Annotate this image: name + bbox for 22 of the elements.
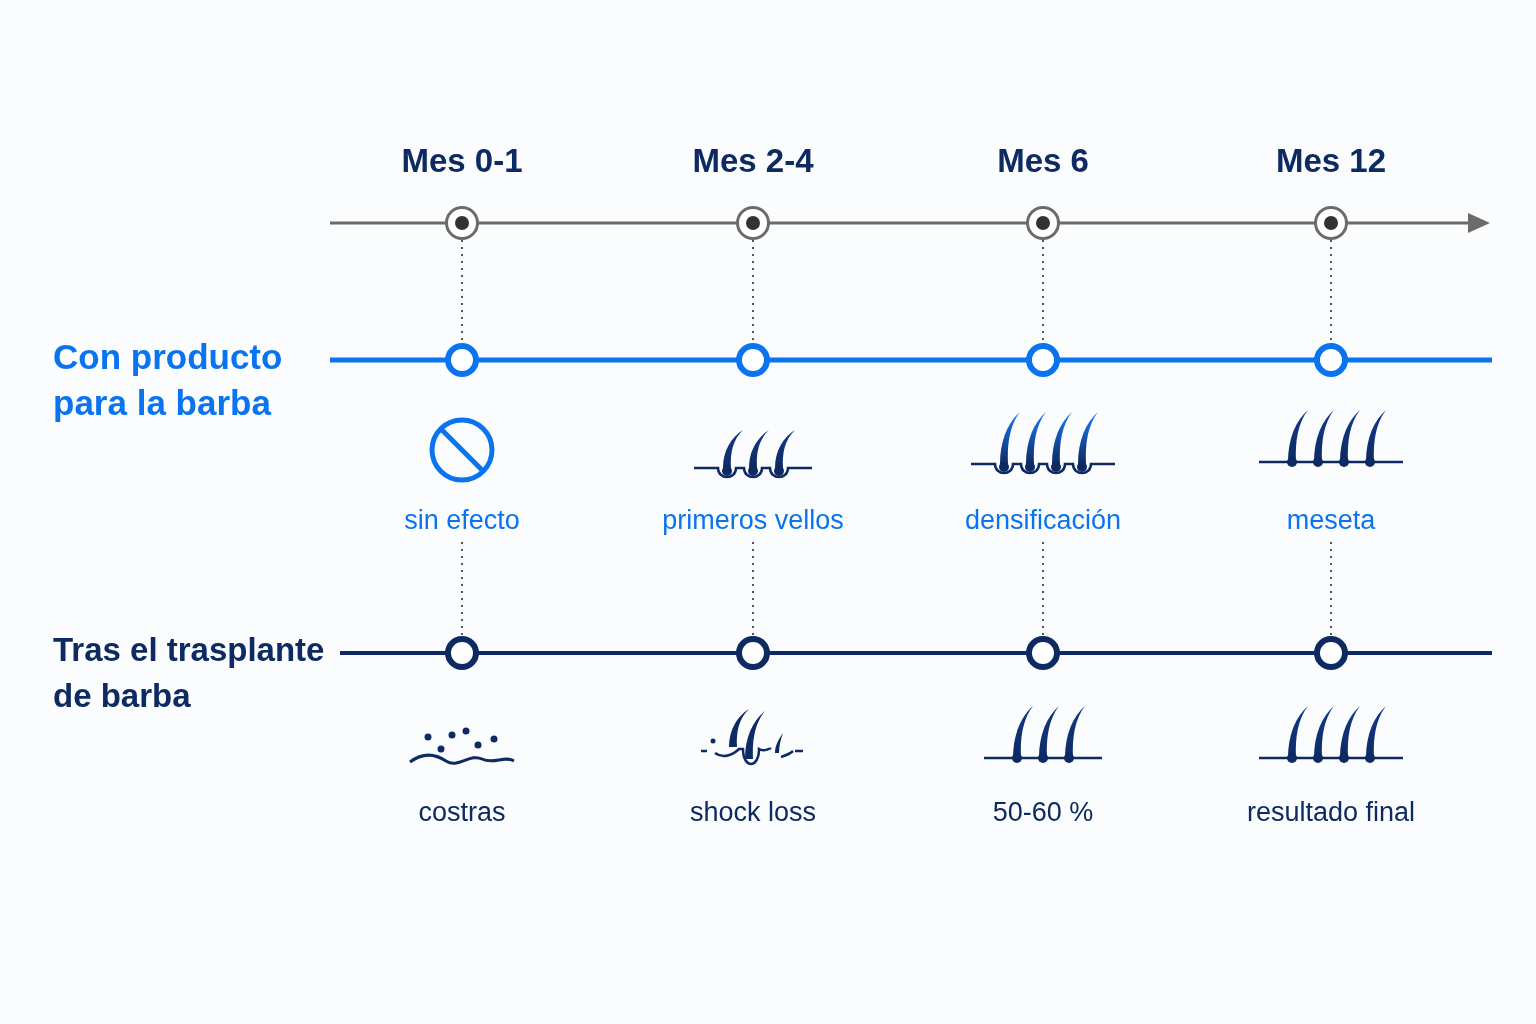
result-label: meseta [1286,503,1376,537]
result-label: 50-60 % [991,796,1095,829]
result-label: resultado final [1245,796,1417,829]
result-label: costras [417,796,507,829]
month-label: Mes 0-1 [400,141,524,181]
month-label: Mes 6 [996,141,1090,181]
timeline-marker [445,206,479,240]
month-label: Mes 12 [1274,141,1388,181]
dotted-connector [1330,541,1332,637]
timeline-marker [1314,206,1348,240]
timeline-marker [736,206,770,240]
dotted-connector [752,541,754,637]
month-label: Mes 2-4 [691,141,815,181]
dotted-connector [1042,541,1044,637]
timeline-marker [1026,206,1060,240]
dotted-connector [461,541,463,637]
result-label: sin efecto [404,503,520,537]
row-title: Con producto para la barba [53,336,284,424]
row-title: Tras el trasplante de barba [53,630,326,716]
result-label: shock loss [688,796,818,829]
result-label: primeros vellos [662,503,844,537]
result-label: densificación [964,503,1122,537]
